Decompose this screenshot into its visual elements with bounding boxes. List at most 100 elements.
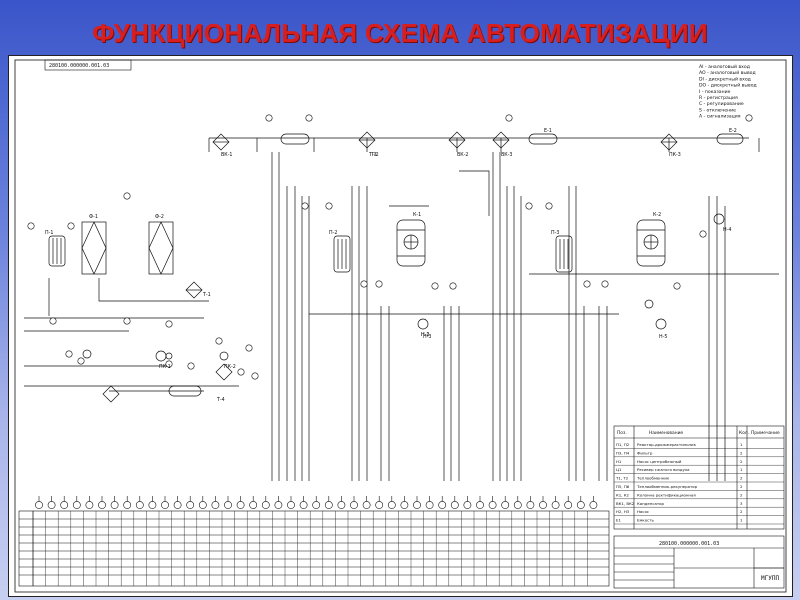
spec-table-cell: Реактор-дрожжерастильник bbox=[637, 442, 697, 447]
instrument-bubble bbox=[476, 501, 484, 509]
automation-scheme: 280100.000000.001.03 AI - аналоговый вхо… bbox=[14, 59, 787, 593]
spec-table-cell: Н1 bbox=[616, 459, 622, 464]
equipment-label: Н-1 bbox=[421, 332, 429, 338]
stamp-org-text: МГУПП bbox=[761, 575, 779, 582]
bottom-stamp-text: 280100.000000.001.03 bbox=[659, 541, 719, 547]
instrument-bubble bbox=[85, 501, 94, 509]
instrument-bubble bbox=[135, 501, 144, 509]
instrument-bubble bbox=[601, 280, 609, 288]
equipment-label: К-1 bbox=[413, 212, 421, 218]
instrument-bubble bbox=[211, 501, 220, 509]
spec-table-cell: П3, П4 bbox=[616, 450, 630, 455]
legend-entry: DI - дискретный вход bbox=[699, 75, 751, 82]
equipment-label: Т-4 bbox=[216, 397, 225, 403]
equipment-label: ВК-3 bbox=[501, 152, 512, 158]
instrument-bubble bbox=[583, 280, 591, 288]
equipment-label: Ф-2 bbox=[155, 214, 164, 220]
legend-entry: I - показание bbox=[699, 89, 731, 95]
instrument-bubble bbox=[589, 501, 598, 509]
spec-table-cell: П1, П2 bbox=[616, 442, 630, 447]
instrument-bubble bbox=[148, 501, 157, 509]
instrument-bubble bbox=[526, 501, 535, 509]
instrument-bubble bbox=[673, 282, 681, 290]
instrument-bubble bbox=[505, 114, 513, 122]
instrument-bubble bbox=[224, 501, 232, 509]
instrument-bubble bbox=[60, 501, 69, 509]
instrument-bubble bbox=[362, 501, 371, 509]
instrument-bubble bbox=[173, 501, 182, 509]
instrument-bubble bbox=[387, 501, 396, 509]
slide-title: ФУНКЦИОНАЛЬНАЯ СХЕМА АВТОМАТИЗАЦИИ bbox=[92, 18, 708, 48]
instrument-bubble bbox=[110, 501, 119, 509]
instrument-bubble bbox=[265, 114, 273, 122]
spec-table-cell: 1 bbox=[740, 518, 743, 523]
instrument-bubble bbox=[431, 282, 439, 290]
spec-table-cell: К1, К2 bbox=[616, 492, 629, 497]
equipment-label: П-1 bbox=[45, 230, 53, 236]
instrument-bubble bbox=[123, 192, 131, 200]
equipment-label: ПК-2 bbox=[224, 364, 236, 370]
instrument-bubble bbox=[413, 501, 421, 509]
spec-table-header: Примечание bbox=[751, 430, 780, 436]
equipment-label: ПК-3 bbox=[669, 152, 681, 158]
instrument-bubble bbox=[501, 501, 510, 509]
equipment-label: ВК-2 bbox=[457, 152, 468, 158]
instrument-bubble bbox=[450, 501, 459, 509]
equipment-label: Н-4 bbox=[723, 227, 731, 233]
instrument-bubble bbox=[47, 501, 56, 509]
spec-table-cell: 1 bbox=[740, 467, 743, 472]
instrument-bubble bbox=[251, 372, 259, 380]
equipment-label: П-2 bbox=[329, 230, 337, 236]
spec-table-cell: Емкость bbox=[637, 518, 655, 523]
instrument-bubble bbox=[187, 362, 195, 370]
instrument-bubble bbox=[513, 501, 522, 509]
spec-table-cell: 2 bbox=[740, 484, 743, 489]
equipment-label: Е-2 bbox=[729, 128, 737, 134]
instrument-bubble bbox=[305, 114, 313, 122]
instrument-bubble bbox=[165, 360, 173, 368]
instrument-bubble bbox=[488, 501, 497, 509]
spec-table-cell: Е1 bbox=[616, 518, 621, 523]
spec-table-cell: 1 bbox=[740, 442, 743, 447]
instrument-bubble bbox=[215, 337, 223, 345]
spec-table-cell: 2 bbox=[740, 450, 743, 455]
legend-entry: A - сигнализация bbox=[699, 114, 741, 120]
instrument-bubble bbox=[425, 501, 434, 509]
instrument-bubble bbox=[438, 501, 447, 509]
instrument-bubble bbox=[123, 317, 131, 325]
spec-table-cell: Н2, Н3 bbox=[616, 509, 630, 514]
spec-table-cell: Теплообменник-рекуператор bbox=[636, 484, 698, 489]
instrument-bubble bbox=[67, 222, 75, 230]
equipment-label: Н-3 bbox=[423, 334, 431, 340]
instrument-bubble bbox=[539, 501, 547, 509]
spec-table-header: Поз. bbox=[617, 430, 627, 436]
instrument-bubble bbox=[65, 350, 73, 358]
spec-table-header: Кол. bbox=[739, 430, 749, 436]
equipment-label: Н-5 bbox=[659, 334, 667, 340]
instrument-bubble bbox=[375, 501, 384, 509]
spec-table-cell: ВК1, ВК2 bbox=[616, 501, 635, 506]
spec-table-cell: Теплообменник bbox=[636, 476, 670, 481]
instrument-bubble bbox=[375, 280, 383, 288]
spec-table-cell: Колонна ректификационная bbox=[637, 492, 696, 497]
legend-entry: DO - дискретный вывод bbox=[699, 82, 757, 89]
instrument-bubble bbox=[77, 357, 85, 365]
spec-table-cell: Ц1 bbox=[616, 467, 622, 472]
spec-table-cell: 2 bbox=[740, 459, 743, 464]
equipment-label: Е-1 bbox=[544, 128, 552, 134]
instrument-bubble bbox=[449, 282, 457, 290]
instrument-bubble bbox=[325, 202, 333, 210]
equipment-label: К-2 bbox=[653, 212, 661, 218]
equipment-label: Т-2 bbox=[370, 152, 379, 158]
instrument-bubble bbox=[564, 501, 573, 509]
instrument-bubble bbox=[198, 501, 207, 509]
equipment-label: ВК-1 bbox=[221, 152, 232, 158]
instrument-bubble bbox=[186, 501, 195, 509]
equipment-label: ПК-1 bbox=[159, 364, 171, 370]
spec-table-cell: П5, П6 bbox=[616, 484, 630, 489]
instrument-bubble bbox=[123, 501, 132, 509]
equipment-label: Ф-1 bbox=[89, 214, 98, 220]
instrument-bubble bbox=[551, 501, 560, 509]
